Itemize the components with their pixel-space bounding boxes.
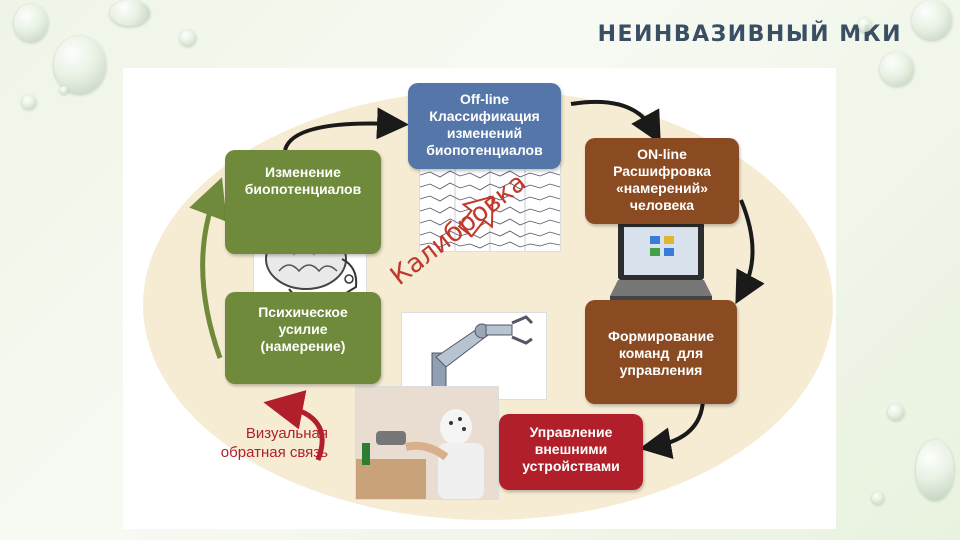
box-line: усилие (278, 321, 328, 337)
box-line: внешними (534, 441, 608, 457)
box-line: устройствами (522, 458, 620, 474)
water-drop-decoration (180, 30, 196, 46)
box-line: человека (629, 197, 695, 213)
box-line: Изменение (265, 164, 341, 180)
feedback-line: обратная связь (220, 444, 328, 461)
water-drop-decoration (110, 0, 150, 26)
box-line: «намерений» (616, 180, 708, 196)
water-drop-decoration (888, 404, 904, 420)
box-line: Off-line (460, 91, 509, 107)
water-drop-decoration (14, 4, 48, 42)
arrow-effort-to-change (189, 177, 227, 359)
water-drop-decoration (60, 86, 68, 94)
visual-feedback-label: Визуальная обратная связь (178, 424, 328, 462)
calibration-arrow (457, 195, 494, 238)
arrow-offline-to-online (570, 99, 661, 144)
online-decoding-box: ON-line Расшифровка «намерений» человека (585, 138, 739, 224)
biopotential-change-box: Изменение биопотенциалов (225, 150, 381, 254)
box-line: биопотенциалов (244, 181, 362, 197)
box-line: Классификация (429, 108, 540, 124)
robot-arm-icon (401, 312, 547, 400)
water-drop-decoration (858, 18, 872, 32)
box-line: Психическое (258, 304, 348, 320)
box-line: команд для (618, 345, 704, 361)
mental-effort-box: Психическое усилие (намерение) (225, 292, 381, 384)
box-line: Расшифровка (613, 163, 711, 179)
command-forming-box: Формирование команд для управления (585, 300, 737, 404)
water-drop-decoration (872, 492, 884, 504)
box-line: управления (619, 362, 703, 378)
water-drop-decoration (912, 0, 952, 40)
box-line: изменений (446, 125, 523, 141)
arrow-change-to-offline (283, 107, 409, 151)
feedback-line: Визуальная (245, 425, 328, 442)
slide-title: НЕИНВАЗИВНЫЙ МКИ (597, 22, 902, 47)
flow-arrows (189, 99, 765, 461)
water-drop-decoration (54, 36, 106, 94)
arrow-commands-to-control (639, 399, 705, 460)
offline-classification-box: Off-line Классификация изменений биопоте… (408, 83, 561, 169)
bci-user-photo-icon (355, 386, 499, 500)
box-line: (намерение) (260, 338, 346, 354)
box-line: биопотенциалов (426, 142, 543, 158)
water-drop-decoration (22, 95, 36, 109)
water-drop-decoration (916, 440, 954, 500)
laptop-icon (608, 218, 718, 310)
box-line: ON-line (637, 146, 687, 162)
arrow-online-to-commands (735, 199, 765, 305)
box-line: Управление (529, 424, 613, 440)
device-control-box: Управление внешними устройствами (499, 414, 643, 490)
box-line: Формирование (608, 328, 714, 344)
arrow-feedback (263, 390, 325, 461)
diagram-panel: Off-line Классификация изменений биопоте… (123, 68, 836, 529)
water-drop-decoration (880, 52, 914, 86)
